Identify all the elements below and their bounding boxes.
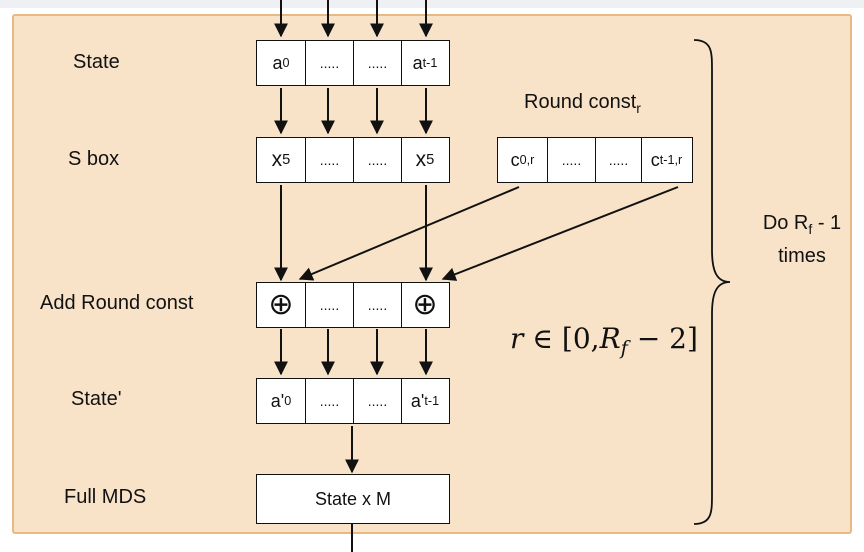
state-prime-cell-first: a'0 <box>257 379 306 423</box>
label-round-const: Round constr <box>524 91 641 116</box>
brace-label: Do Rf - 1 times <box>744 210 860 270</box>
curly-brace <box>693 39 731 525</box>
arrow-const-first <box>298 186 520 281</box>
add-cell-dots-1: ..... <box>306 283 354 327</box>
sbox-cell-dots-1: ..... <box>306 138 354 182</box>
brace-label-line-2: times <box>778 245 826 267</box>
state-cell-dots-1: ..... <box>306 41 354 85</box>
state-prime-row: a'0 ..... ..... a't-1 <box>256 378 450 424</box>
mds-box: State x M <box>256 474 450 524</box>
const-cell-dots-2: ..... <box>596 138 642 182</box>
xor-icon: ⊕ <box>257 283 306 327</box>
state-prime-cell-dots-1: ..... <box>306 379 354 423</box>
add-cell-dots-2: ..... <box>354 283 402 327</box>
label-add-round-const: Add Round const <box>40 292 194 314</box>
brace-label-line-1: Do Rf - 1 <box>762 212 842 237</box>
state-prime-cell-last: a't-1 <box>410 390 440 411</box>
label-state: State <box>73 51 120 73</box>
xor-icon: ⊕ <box>412 288 438 321</box>
label-sbox: S box <box>68 148 120 170</box>
add-round-const-row: ⊕ ..... ..... ⊕ <box>256 282 450 328</box>
arrow-const-last <box>441 186 679 281</box>
const-cell-dots-1: ..... <box>548 138 596 182</box>
round-range-formula: r ∈ [0,Rf − 2] <box>510 322 698 360</box>
state-cell-dots-2: ..... <box>354 41 402 85</box>
top-border-strip <box>0 0 864 8</box>
state-prime-cell-dots-2: ..... <box>354 379 402 423</box>
label-state-prime: State' <box>71 388 122 410</box>
sbox-cell-dots-2: ..... <box>354 138 402 182</box>
label-full-mds: Full MDS <box>64 486 147 508</box>
